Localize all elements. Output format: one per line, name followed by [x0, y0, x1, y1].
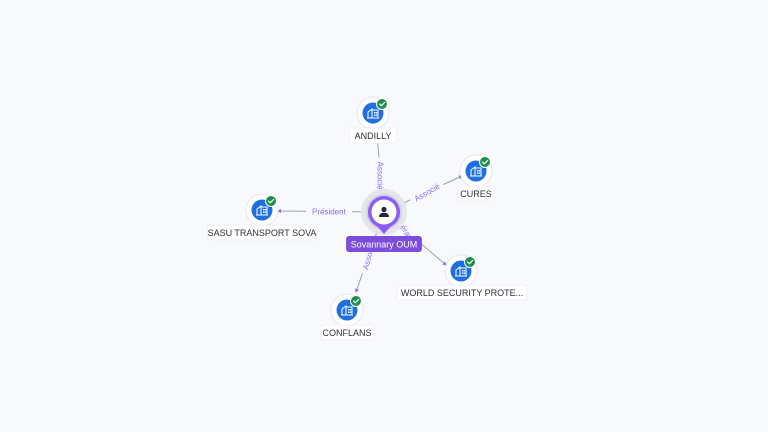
company-label-cures[interactable]: CURES	[457, 185, 495, 202]
edge-label-bg	[306, 206, 352, 217]
check-mark	[352, 298, 360, 304]
edge-label-sasu: Président	[306, 206, 352, 217]
company-name: WORLD SECURITY PROTE...	[401, 288, 523, 298]
building-icon	[341, 305, 353, 316]
edge-label-bg	[408, 178, 446, 206]
verified-badge-disc	[350, 295, 362, 307]
building-icon-window	[348, 311, 350, 313]
building-icon-window	[375, 112, 378, 114]
company-node-conflans[interactable]	[330, 293, 364, 327]
company-name: CONFLANS	[322, 328, 371, 338]
building-icon-window	[478, 170, 481, 172]
edge-label-cures: Associé	[408, 178, 446, 206]
building-icon-window	[349, 309, 352, 311]
building-icon-window	[375, 114, 378, 116]
building-icon-window	[477, 170, 479, 172]
verified-check-icon	[479, 156, 491, 168]
person-icon	[379, 206, 389, 217]
company-name: CURES	[460, 189, 492, 199]
building-icon	[455, 266, 467, 277]
verified-badge-disc	[376, 98, 388, 110]
verified-check-icon	[350, 295, 362, 307]
building-icon-window	[462, 270, 464, 272]
center-label-bg	[346, 236, 422, 252]
building-icon	[256, 205, 268, 216]
company-label-bg	[320, 324, 374, 341]
company-node-cures[interactable]	[459, 154, 493, 188]
building-icon-window	[374, 114, 376, 116]
person-icon-body	[379, 212, 389, 217]
edge-arrow-conflans	[355, 288, 359, 293]
company-label-andilly[interactable]: ANDILLY	[349, 127, 397, 144]
company-node-world[interactable]	[444, 254, 478, 288]
building-icon	[470, 166, 482, 177]
company-label-bg	[457, 185, 495, 202]
building-icon-window	[264, 209, 267, 211]
company-label-bg	[207, 224, 317, 241]
building-icon	[367, 108, 379, 119]
verified-check-icon	[464, 256, 476, 268]
building-icon-window	[264, 211, 267, 213]
center-node[interactable]: Sovannary OUM	[346, 189, 422, 252]
building-icon-window	[462, 272, 464, 274]
check-mark	[267, 198, 275, 204]
edge-arrow-sasu	[277, 209, 281, 213]
edge-label-text: Président	[312, 208, 347, 217]
verified-check-icon	[376, 98, 388, 110]
building-icon-window	[463, 270, 466, 272]
edge-label-bg	[375, 157, 386, 194]
building-icon-window	[374, 112, 376, 114]
company-name: SASU TRANSPORT SOVA	[208, 228, 317, 238]
building-icon-window	[263, 211, 265, 213]
company-node-sasu[interactable]	[245, 193, 279, 227]
company-label-sasu[interactable]: SASU TRANSPORT SOVA	[207, 224, 317, 241]
edge-label-andilly: Associé	[375, 157, 386, 194]
verified-badge-disc	[265, 195, 277, 207]
center-name: Sovannary OUM	[351, 240, 418, 250]
check-mark	[466, 259, 474, 265]
building-icon-window	[477, 172, 479, 174]
person-icon-head	[381, 206, 387, 213]
building-icon-window	[478, 172, 481, 174]
verified-badge-disc	[479, 156, 491, 168]
building-icon-window	[263, 209, 265, 211]
check-mark	[378, 101, 386, 107]
center-label[interactable]: Sovannary OUM	[346, 236, 422, 252]
company-label-world[interactable]: WORLD SECURITY PROTE...	[396, 284, 528, 301]
verified-badge-disc	[464, 256, 476, 268]
building-icon-window	[348, 309, 350, 311]
building-icon-window	[463, 272, 466, 274]
edge-arrow-world	[442, 261, 447, 266]
nodes-layer: ANDILLY CURES SASU TRANSPORT SOVA WORLD SEC…	[207, 96, 528, 341]
company-label-conflans[interactable]: CONFLANS	[320, 324, 374, 341]
company-label-bg	[396, 284, 528, 301]
check-mark	[481, 159, 489, 165]
edge-label-text: Associé	[376, 161, 385, 190]
building-icon-window	[349, 311, 352, 313]
edge-label-text: Associé	[413, 181, 442, 203]
company-label-bg	[349, 127, 397, 144]
company-name: ANDILLY	[355, 131, 392, 141]
verified-check-icon	[265, 195, 277, 207]
company-node-andilly[interactable]	[356, 96, 390, 130]
